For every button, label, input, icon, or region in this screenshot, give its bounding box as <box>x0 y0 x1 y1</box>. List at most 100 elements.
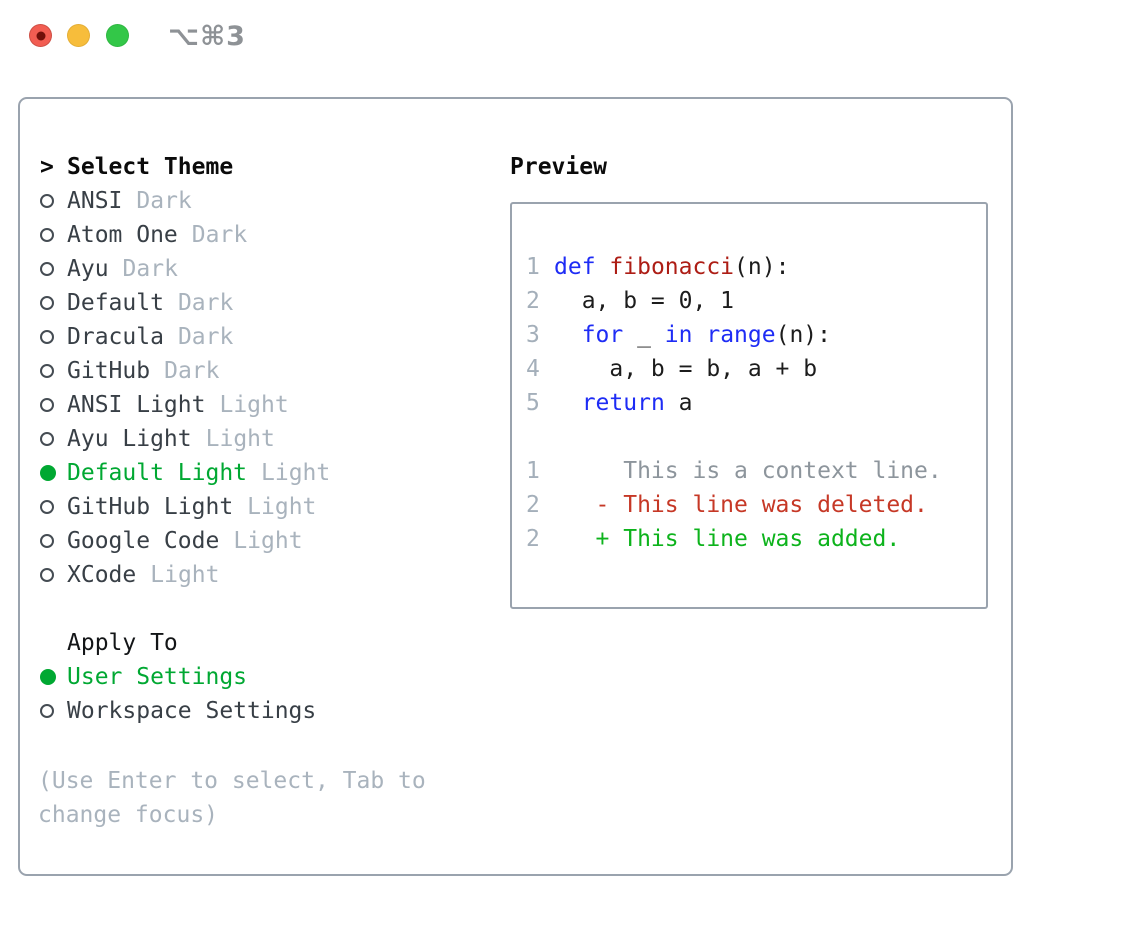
diff-line: 2 - This line was deleted. <box>526 488 986 522</box>
theme-option[interactable]: GitHub Dark <box>40 354 490 388</box>
code-line: 2 a, b = 0, 1 <box>526 284 986 318</box>
variant-tag: Dark <box>191 222 248 248</box>
code-line: 4 a, b = b, a + b <box>526 352 986 386</box>
line-number: 2 <box>526 526 540 552</box>
code-segment: a, b = b, a + b <box>554 356 818 382</box>
blank-line <box>526 420 986 454</box>
apply-to-option[interactable]: User Settings <box>40 660 490 694</box>
title-bar: ⌥⌘3 <box>0 0 1140 76</box>
apply-to-option[interactable]: Workspace Settings <box>40 694 490 728</box>
option-label: GitHub <box>67 358 151 384</box>
preview-title: Preview <box>510 154 607 180</box>
theme-option[interactable]: ANSI Light Light <box>40 388 490 422</box>
diff-text-context: This is a context line. <box>554 458 942 484</box>
variant-tag: Light <box>247 494 317 520</box>
option-label: Ayu <box>67 256 109 282</box>
minimize-button[interactable] <box>67 24 90 47</box>
theme-option[interactable]: Default Dark <box>40 286 490 320</box>
option-label: XCode <box>67 562 137 588</box>
option-label: User Settings <box>67 664 248 690</box>
variant-tag: Dark <box>177 324 234 350</box>
variant-tag: Light <box>150 562 220 588</box>
radio-selected-icon <box>40 669 56 685</box>
diff-line: 1 This is a context line. <box>526 454 986 488</box>
code-line: 1 def fibonacci(n): <box>526 250 986 284</box>
code-segment: return <box>581 390 665 416</box>
diff-text-deleted: - This line was deleted. <box>554 492 928 518</box>
variant-tag: Light <box>205 426 275 452</box>
theme-option[interactable]: Default Light Light <box>40 456 490 490</box>
line-number: 5 <box>526 390 540 416</box>
radio-selected-icon <box>40 465 56 481</box>
radio-icon <box>40 398 54 412</box>
diff-line: 2 + This line was added. <box>526 522 986 556</box>
radio-icon <box>40 296 54 310</box>
focus-caret-icon: > <box>40 154 54 180</box>
apply-to-title: Apply To <box>67 630 178 656</box>
option-label: Default <box>67 290 164 316</box>
option-label: Default Light <box>67 460 248 486</box>
code-segment: fibonacci <box>609 254 735 280</box>
code-segment <box>693 322 707 348</box>
close-dot-icon <box>36 31 45 40</box>
code-segment <box>554 390 582 416</box>
variant-tag: Light <box>261 460 331 486</box>
option-label: Google Code <box>67 528 220 554</box>
code-segment <box>554 322 582 348</box>
line-number: 2 <box>526 492 540 518</box>
theme-option[interactable]: Dracula Dark <box>40 320 490 354</box>
variant-tag: Light <box>219 392 289 418</box>
code-line: 3 for _ in range(n): <box>526 318 986 352</box>
code-segment: def <box>554 254 596 280</box>
line-number: 3 <box>526 322 540 348</box>
code-segment: (n): <box>734 254 790 280</box>
option-label: Ayu Light <box>67 426 192 452</box>
code-segment: a <box>664 390 693 416</box>
line-number: 1 <box>526 254 540 280</box>
option-label: ANSI Light <box>67 392 206 418</box>
zoom-button[interactable] <box>106 24 129 47</box>
variant-tag: Dark <box>164 358 220 384</box>
line-number: 4 <box>526 356 540 382</box>
select-theme-header: > Select Theme <box>40 150 490 184</box>
code-segment: (n): <box>775 322 831 348</box>
radio-icon <box>40 364 54 378</box>
code-segment: a, b = 0, 1 <box>554 288 735 314</box>
radio-icon <box>40 500 54 514</box>
option-label: Dracula <box>67 324 164 350</box>
code-line: 5 return a <box>526 386 986 420</box>
code-segment: range <box>706 322 776 348</box>
variant-tag: Dark <box>177 290 234 316</box>
option-label: Workspace Settings <box>67 698 317 724</box>
line-number: 2 <box>526 288 540 314</box>
close-button[interactable] <box>29 24 52 47</box>
radio-icon <box>40 330 54 344</box>
code-segment: for <box>581 322 624 348</box>
diff-text-added: + This line was added. <box>554 526 901 552</box>
theme-option[interactable]: XCode Light <box>40 558 490 592</box>
variant-tag: Dark <box>136 188 192 214</box>
radio-icon <box>40 568 54 582</box>
code-segment: _ <box>623 322 665 348</box>
code-segment: in <box>664 322 693 348</box>
select-theme-title: Select Theme <box>67 154 234 180</box>
theme-option[interactable]: Ayu Light Light <box>40 422 490 456</box>
hint-text: (Use Enter to select, Tab to change focu… <box>38 768 440 828</box>
radio-icon <box>40 432 54 446</box>
radio-icon <box>40 704 54 718</box>
option-label: GitHub Light <box>67 494 234 520</box>
radio-icon <box>40 194 54 208</box>
theme-option[interactable]: GitHub Light Light <box>40 490 490 524</box>
radio-icon <box>40 228 54 242</box>
line-number: 1 <box>526 458 540 484</box>
